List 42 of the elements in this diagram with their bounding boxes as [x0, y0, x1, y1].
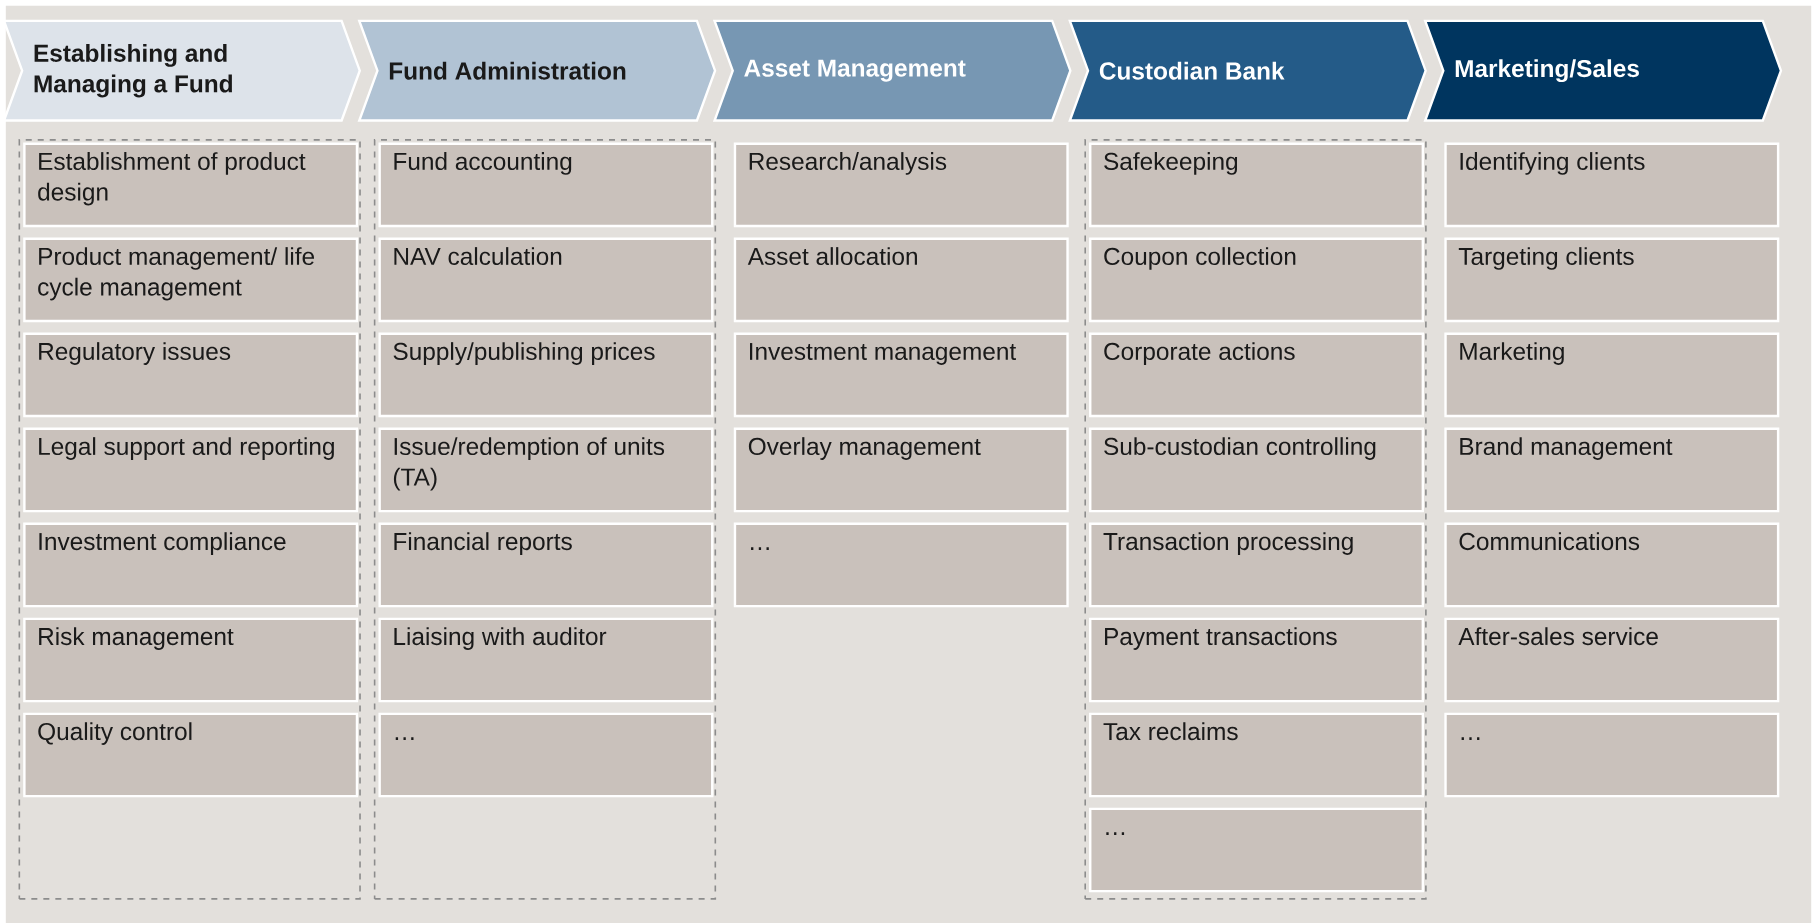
activity-box: NAV calculation — [378, 237, 714, 323]
activity-box: Asset allocation — [733, 237, 1069, 323]
activity-box: Identifying clients — [1444, 142, 1780, 228]
activity-box: Issue/redemption of units (TA) — [378, 427, 714, 513]
dashed-group-box — [1084, 139, 1427, 900]
activity-box: Targeting clients — [1444, 237, 1780, 323]
activity-box: Research/analysis — [733, 142, 1069, 228]
chevron-header: Marketing/Sales — [1423, 19, 1783, 122]
activity-box: Liaising with auditor — [378, 617, 714, 703]
activity-box: … — [1089, 807, 1425, 893]
activity-box: Sub-custodian controlling — [1089, 427, 1425, 513]
activity-box: Product management/ life cycle management — [23, 237, 359, 323]
activity-box: Fund accounting — [378, 142, 714, 228]
activity-box: Overlay management — [733, 427, 1069, 513]
activity-box: Legal support and reporting — [23, 427, 359, 513]
activity-box: Brand management — [1444, 427, 1780, 513]
activity-box: Corporate actions — [1089, 332, 1425, 418]
activity-box: Investment compliance — [23, 522, 359, 608]
activity-box: Risk management — [23, 617, 359, 703]
activity-box: Tax reclaims — [1089, 712, 1425, 798]
chevron-header: Fund Administration — [357, 19, 717, 122]
activity-box: Financial reports — [378, 522, 714, 608]
activity-box: Communications — [1444, 522, 1780, 608]
activity-box: … — [378, 712, 714, 798]
chevron-header: Asset Management — [712, 19, 1072, 122]
activity-box: Establishment of product design — [23, 142, 359, 228]
activity-box: Payment transactions — [1089, 617, 1425, 703]
activity-box: Safekeeping — [1089, 142, 1425, 228]
activity-box: … — [1444, 712, 1780, 798]
chevron-header: Establishing and Managing a Fund — [2, 19, 362, 122]
activity-box: Marketing — [1444, 332, 1780, 418]
activity-box: Coupon collection — [1089, 237, 1425, 323]
activity-box: Transaction processing — [1089, 522, 1425, 608]
activity-box: Investment management — [733, 332, 1069, 418]
activity-box: Quality control — [23, 712, 359, 798]
chevron-header: Custodian Bank — [1068, 19, 1427, 122]
dashed-group-box — [18, 139, 361, 900]
activity-box: … — [733, 522, 1069, 608]
dashed-group-box — [373, 139, 717, 900]
activity-box: After-sales service — [1444, 617, 1780, 703]
activity-box: Supply/publishing prices — [378, 332, 714, 418]
activity-box: Regulatory issues — [23, 332, 359, 418]
